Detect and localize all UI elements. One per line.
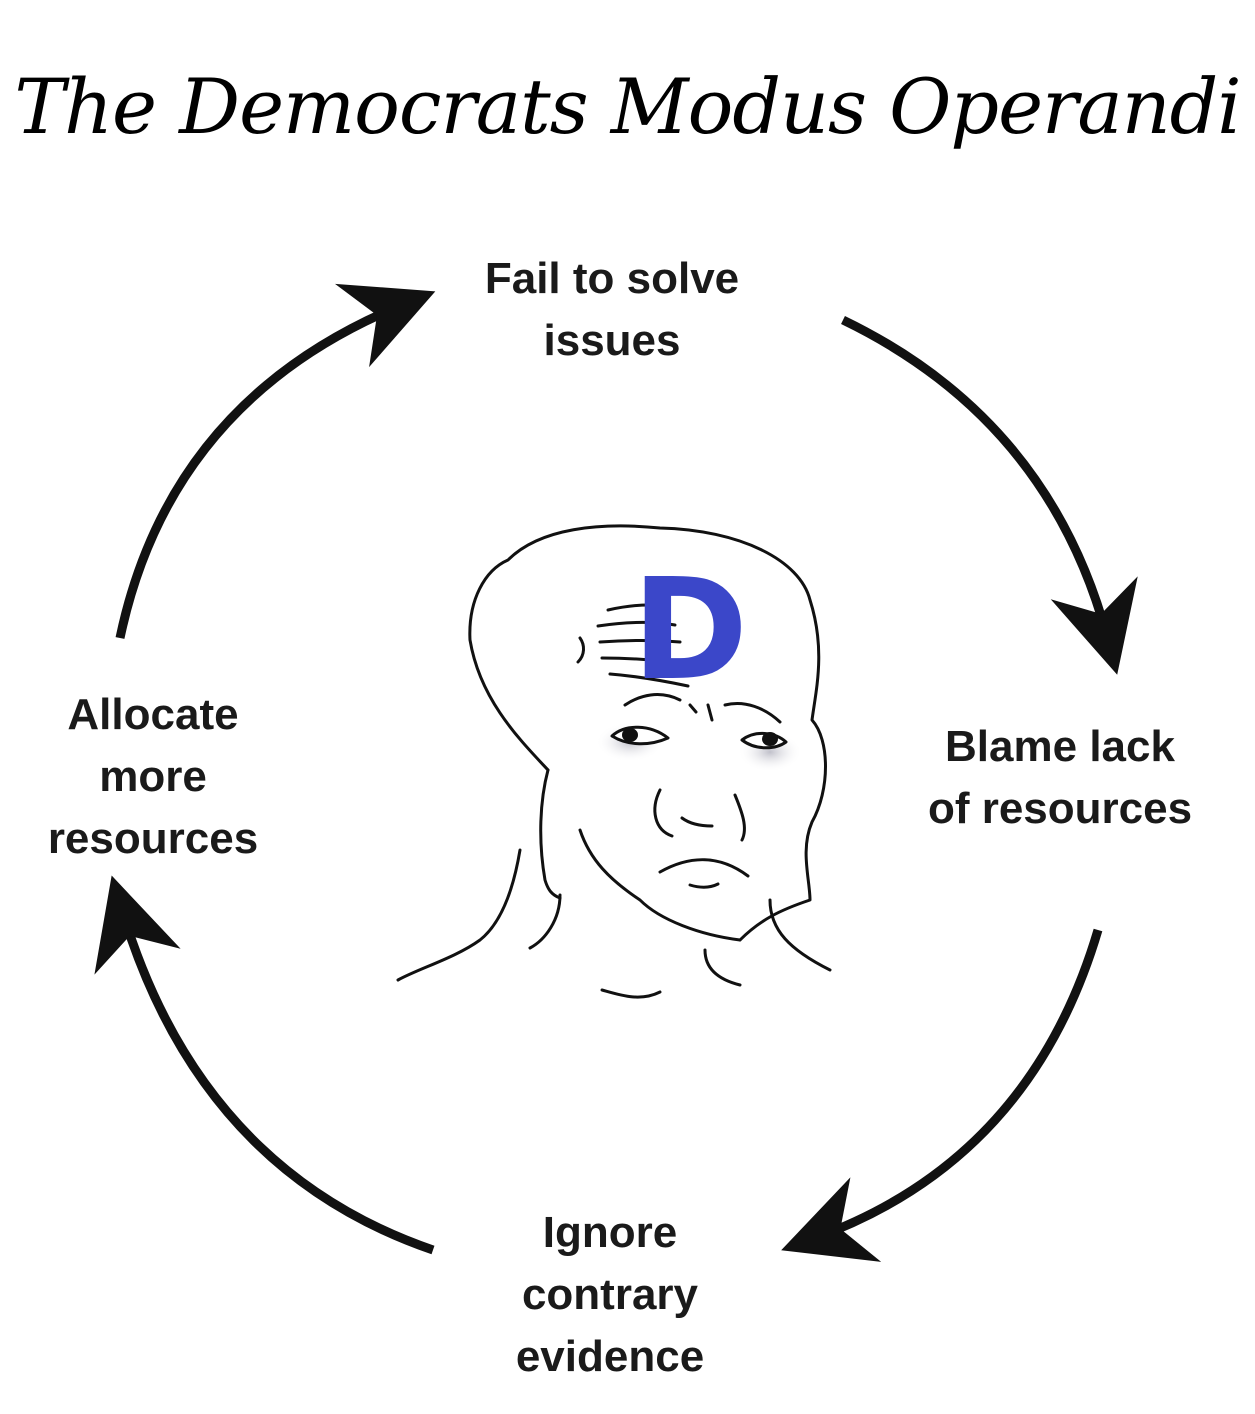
- arrow-top-right: [841, 315, 1138, 675]
- step-blame-lack: Blame lack of resources: [880, 716, 1240, 840]
- diagram-title: The Democrats Modus Operandi: [14, 62, 1241, 151]
- arrow-bottom-right: [781, 928, 1103, 1262]
- badge-letter: D: [632, 549, 748, 712]
- step-text-line: resources: [47, 814, 259, 863]
- step-text-line: evidence: [515, 1332, 705, 1381]
- step-text-line: issues: [543, 316, 681, 365]
- step-ignore-evidence: Ignore contrary evidence: [440, 1202, 780, 1388]
- step-text-line: Ignore: [542, 1208, 678, 1257]
- step-text-line: contrary: [521, 1270, 699, 1319]
- arrow-top-left: [115, 283, 436, 639]
- step-text-line: more: [99, 752, 207, 801]
- step-text-line: Blame lack: [945, 722, 1175, 771]
- step-text-line: of resources: [927, 784, 1193, 833]
- sad-face-drawing: [396, 524, 832, 999]
- step-allocate-more: Allocate more resources: [0, 684, 306, 870]
- step-fail-to-solve: Fail to solve issues: [412, 248, 812, 372]
- step-text-line: Allocate: [67, 690, 239, 739]
- step-text-line: Fail to solve: [484, 254, 740, 303]
- arrow-bottom-left: [94, 875, 435, 1255]
